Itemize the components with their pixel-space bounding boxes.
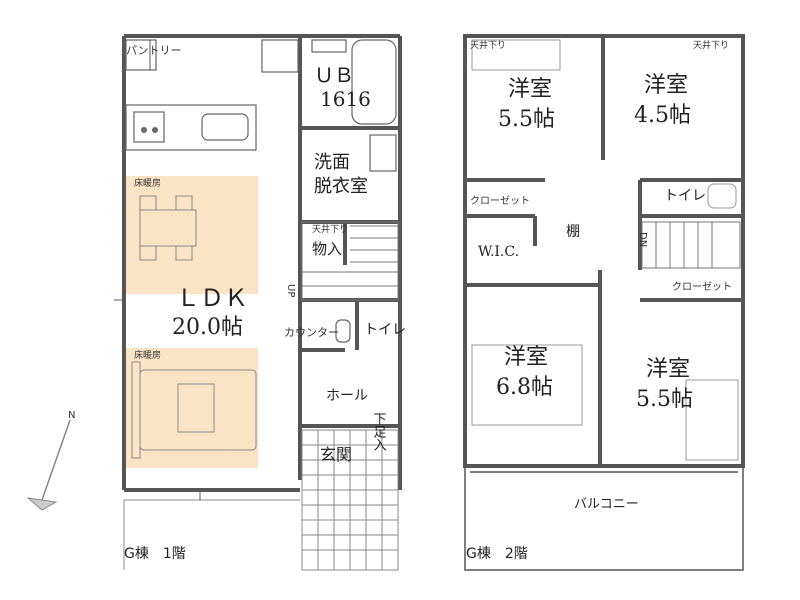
room-label-pantry: パントリー [126,44,182,57]
closet-label-b: クローゼット [672,281,732,293]
floor-heating-area-living [126,348,258,468]
room-c-size: 6.8帖 [496,375,553,400]
room-label-toilet-1f: トイレ [364,322,406,338]
stair-up-label: UP [285,284,296,297]
floor-1-plan: ＵＢ 1616 洗面 脱衣室 天井下り 物入 UP トイレ カウンター ホール … [114,34,406,571]
room-label-hall: ホール [326,388,368,404]
room-label-ub: ＵＢ [314,63,354,87]
room-label-entrance: 玄関 [320,445,352,464]
room-label-ldk-size: 20.0帖 [172,315,243,340]
room-b-name: 洋室 [644,73,688,98]
floor-heating-label-b: 床暖房 [134,349,161,361]
room-label-counter: カウンター [284,326,339,339]
wic-label: W.I.C. [478,244,519,260]
floor-2-plan: 天井下り 天井下り 洋室 5.5帖 洋室 4.5帖 クローゼット W.I.C. … [463,34,745,571]
room-label-ldk: ＬＤＫ [176,284,248,312]
room-d-name: 洋室 [646,357,690,382]
toilet-label-2f: トイレ [664,188,706,204]
room-label-washroom-1: 洗面 [314,152,350,173]
room-a-size: 5.5帖 [498,107,555,132]
room-c-name: 洋室 [504,345,548,370]
ceiling-low-label-1f: 天井下り [312,223,348,235]
ceiling-low-label-2f-b: 天井下り [693,39,729,51]
floor-1-caption: G棟 1階 [124,546,186,562]
room-d-size: 5.5帖 [636,387,693,412]
ceiling-low-label-2f-a: 天井下り [470,39,506,51]
room-label-ub-size: 1616 [320,87,371,111]
room-b-size: 4.5帖 [634,103,691,128]
room-label-washroom-2: 脱衣室 [314,176,368,197]
room-label-shoe-box: 下足入 [371,412,387,451]
balcony-label: バルコニー [574,497,639,512]
room-a-name: 洋室 [508,77,552,102]
shelf-label: 棚 [566,224,580,240]
room-label-storage: 物入 [312,240,342,258]
floor-heating-area-dining [126,176,258,294]
north-label: N [68,410,75,421]
north-arrow-icon: N [26,410,75,511]
closet-label-a: クローゼット [470,195,530,207]
stair-down-label: DN [637,232,648,247]
floor-heating-label-a: 床暖房 [134,177,161,189]
floor-2-caption: G棟 2階 [466,546,528,562]
